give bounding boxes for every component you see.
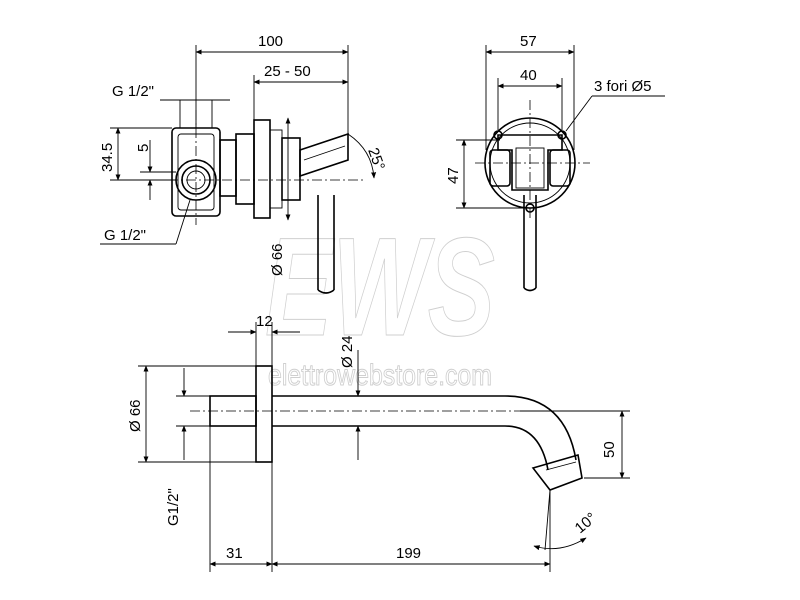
dim-spout-angle: 10° <box>572 509 600 537</box>
dim-offset: 5 <box>135 144 152 152</box>
dim-plate-thickness: 12 <box>256 313 273 330</box>
dim-total-width: 100 <box>258 33 283 50</box>
dim-plate-diameter-top: Ø 66 <box>269 243 286 276</box>
spout-pipe <box>272 395 577 461</box>
dim-depth: 31 <box>226 545 243 562</box>
dim-holes-label: 3 fori Ø5 <box>594 78 652 95</box>
top-left-view: 100 25 - 50 G 1/2" 34.5 5 G 1/2" 25° Ø 6… <box>99 33 388 294</box>
dim-height: 34.5 <box>99 143 116 172</box>
dim-front-width: 57 <box>520 33 537 50</box>
handle-lever <box>299 132 349 178</box>
watermark-site: elettrowebstore.com <box>268 359 492 392</box>
spout-nozzle <box>531 453 583 491</box>
dim-thread-bottom: G 1/2" <box>104 227 146 244</box>
cartridge <box>219 139 237 197</box>
dim-spout-length: 199 <box>396 545 421 562</box>
handle-body <box>281 137 301 201</box>
dim-spout-plate-diameter: Ø 66 <box>127 399 144 432</box>
hole-right <box>557 130 567 140</box>
dim-spout-thread: G1/2" <box>165 488 182 526</box>
dim-angle: 25° <box>364 146 388 173</box>
dim-spout-diameter: Ø 24 <box>339 335 356 368</box>
dim-spout-height: 50 <box>601 441 618 458</box>
hole-left <box>493 130 503 140</box>
dim-thread-top: G 1/2" <box>112 83 154 100</box>
wall-plate <box>253 119 271 219</box>
watermark-logo: EWS <box>265 208 495 365</box>
dim-holes-spacing: 40 <box>520 67 537 84</box>
top-right-view: 57 40 3 fori Ø5 47 <box>445 33 665 292</box>
dim-adjust: 25 - 50 <box>264 63 311 80</box>
dim-front-height: 47 <box>445 167 462 184</box>
bottom-view: 12 Ø 24 Ø 66 G1/2" 31 199 50 10° <box>127 313 630 572</box>
watermark: EWS elettrowebstore.com <box>265 208 496 393</box>
